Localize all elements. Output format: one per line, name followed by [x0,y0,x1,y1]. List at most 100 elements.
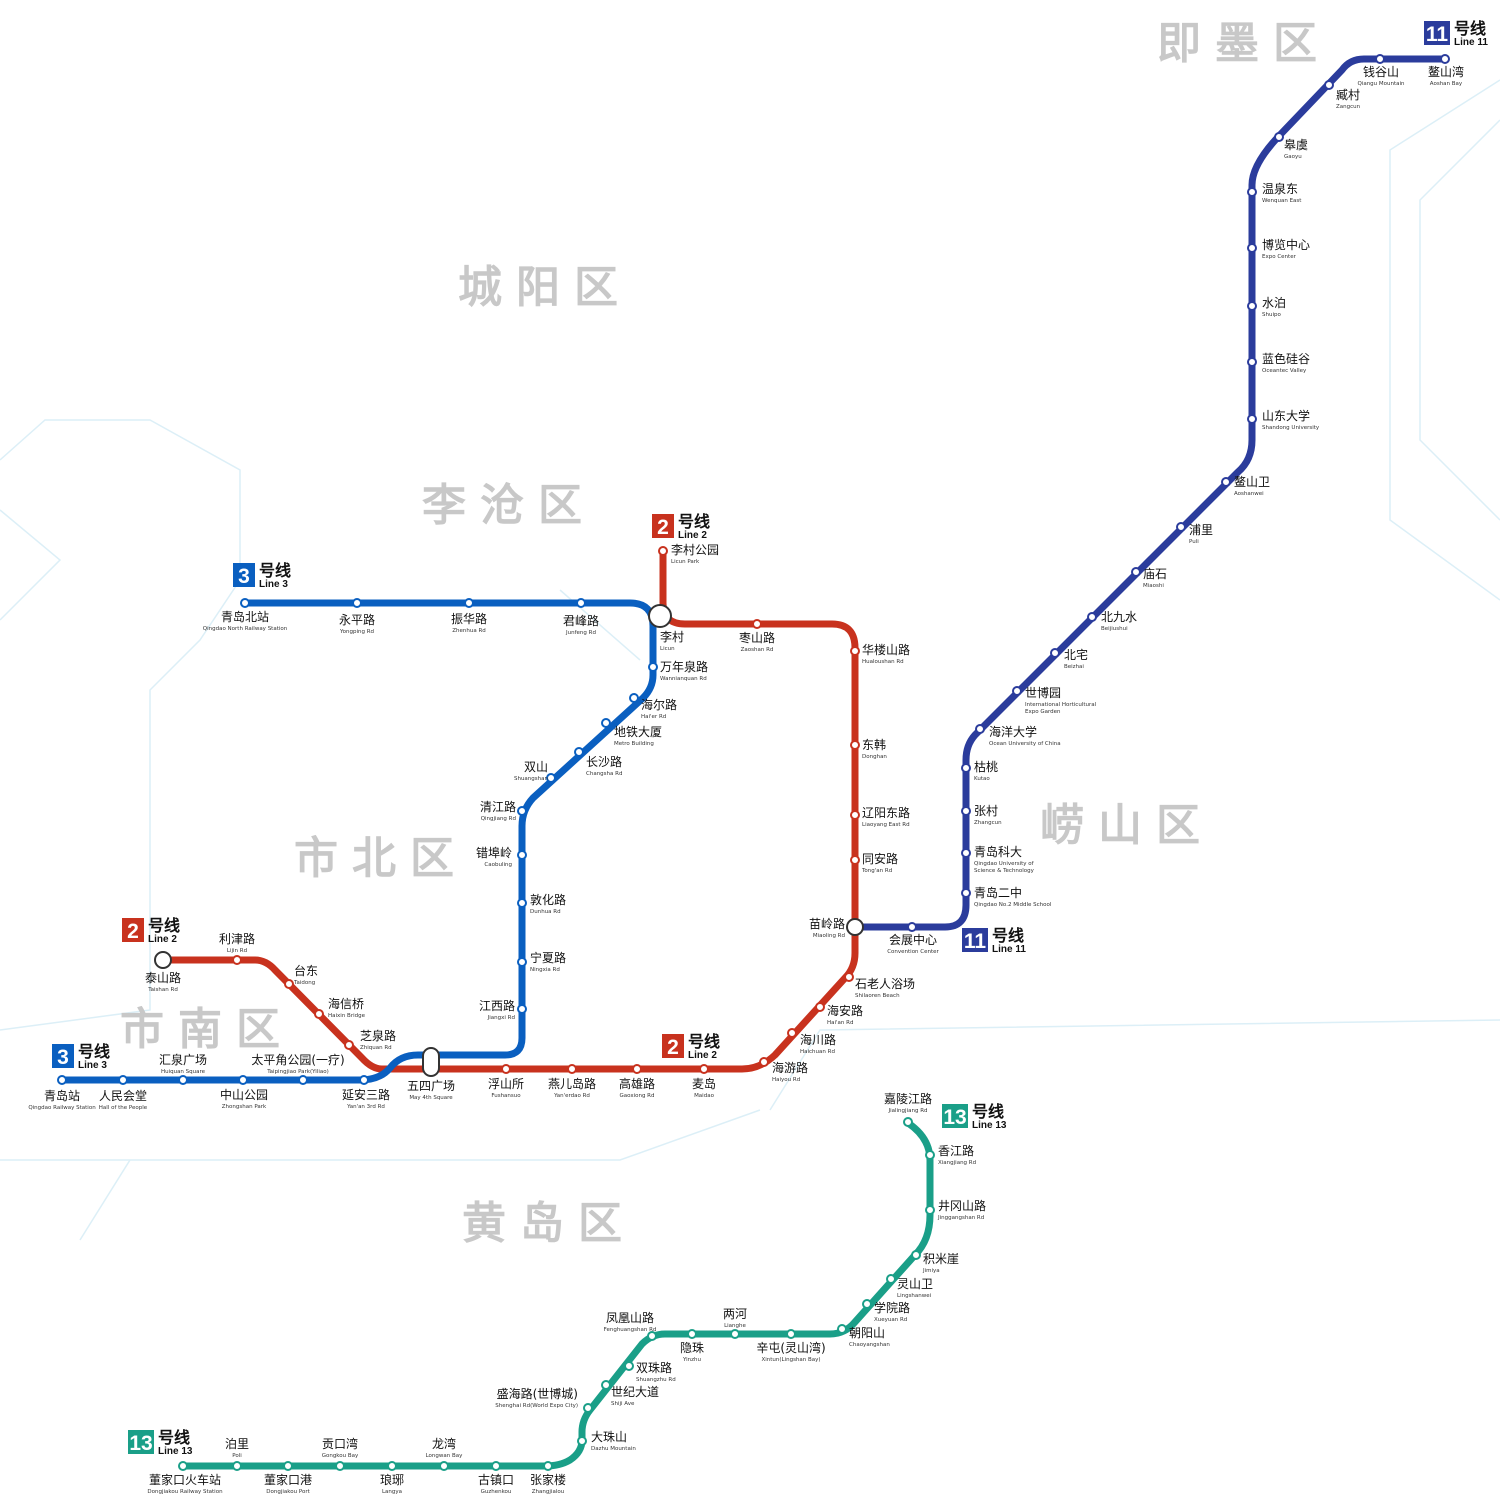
station-gaoxionglu[interactable] [632,1064,642,1074]
station-ningxialu[interactable] [517,957,527,967]
terminal-taishanlu[interactable] [154,951,172,969]
station-haiyoulu[interactable] [759,1057,769,1067]
line13-path[interactable] [179,1119,934,1470]
station-tonganlu[interactable] [850,855,860,865]
station-label-zhongshangongyuan: 中山公园 [220,1087,268,1102]
station-huiquanguangchang[interactable] [178,1075,188,1085]
station-zangcun[interactable] [1324,80,1334,90]
station-qingjianglu[interactable] [517,806,527,816]
station-zaoshanlu[interactable] [752,619,762,629]
station-gongkouwan[interactable] [335,1461,345,1471]
station-xueyuanlu[interactable] [862,1299,872,1309]
station-shenghailu[interactable] [583,1403,593,1413]
station-lanseguigu[interactable] [1247,357,1257,367]
station-maidao[interactable] [699,1064,709,1074]
station-qingdaoerzhong[interactable] [961,888,971,898]
station-taidong[interactable] [284,979,294,989]
station-lingshanwei[interactable] [886,1274,896,1284]
station-zhangcun[interactable] [961,806,971,816]
station-shijidadao[interactable] [601,1380,611,1390]
station-puli[interactable] [1176,522,1186,532]
station-fushansuo[interactable] [501,1064,511,1074]
station-en-gaoyu: Gaoyu [1284,154,1302,160]
station-junfenglu[interactable] [576,598,586,608]
station-xintun[interactable] [786,1329,796,1339]
station-wenquandong[interactable] [1247,187,1257,197]
station-qingdaokeda[interactable] [961,848,971,858]
interchange-wusiguangchang[interactable] [422,1047,440,1077]
station-qingdaozhan[interactable] [57,1075,67,1085]
station-shiboyuan[interactable] [1012,686,1022,696]
station-taipingjiao[interactable] [298,1075,308,1085]
station-jiangxilu[interactable] [517,1004,527,1014]
station-longwan[interactable] [439,1461,449,1471]
station-langya[interactable] [387,1461,397,1471]
station-huizhanzhongxin[interactable] [907,922,917,932]
station-changshalu[interactable] [574,747,584,757]
station-jimiya[interactable] [911,1250,921,1260]
line-badge [122,918,144,942]
station-en-taishanlu: Taishan Rd [147,987,178,993]
station-zhongshangongyuan[interactable] [238,1075,248,1085]
station-en-donghan: Donghan [862,754,887,760]
station-donghan[interactable] [850,740,860,750]
station-poli[interactable] [232,1461,242,1471]
station-label-aoshanwan: 鳌山湾 [1428,64,1464,79]
station-qingdaobeizhan[interactable] [240,598,250,608]
station-beizhai[interactable] [1050,648,1060,658]
interchange-licun[interactable] [648,604,672,628]
station-haichuanlu[interactable] [787,1028,797,1038]
station-jinggangshanlu[interactable] [925,1205,935,1215]
station-lianghe[interactable] [730,1329,740,1339]
station-label-shilaoren: 石老人浴场 [855,977,915,991]
station-zhenhualu[interactable] [464,598,474,608]
station-aoshanwan[interactable] [1440,54,1450,64]
station-haixinqiao[interactable] [314,1009,324,1019]
station-yansanlu[interactable] [359,1075,369,1085]
line11-path[interactable] [852,55,1449,931]
interchange-miaolinglu[interactable] [846,918,864,936]
station-shuangshan[interactable] [546,773,556,783]
line3-path[interactable] [58,599,657,1084]
station-kutao[interactable] [961,763,971,773]
line-name-cn: 号线 [259,561,291,580]
station-shandongdaxue[interactable] [1247,414,1257,424]
station-dazhushan[interactable] [577,1436,587,1446]
station-cuobuling[interactable] [517,850,527,860]
station-xiangjianglu[interactable] [925,1150,935,1160]
station-yinzhu[interactable] [687,1329,697,1339]
station-en-dongjiakouhuochezhan: Dongjiakou Railway Station [147,1489,223,1495]
station-yongpinglu[interactable] [352,598,362,608]
station-qianguoshan[interactable] [1375,54,1385,64]
station-miaoshi[interactable] [1131,567,1141,577]
station-aoshanwei[interactable] [1221,477,1231,487]
station-dunhualu[interactable] [517,898,527,908]
station-shilaoren[interactable] [844,972,854,982]
station-hualoushanlu[interactable] [850,646,860,656]
station-beijiushui[interactable] [1087,612,1097,622]
station-yanerdaolu[interactable] [567,1064,577,1074]
station-haianlu[interactable] [815,1002,825,1012]
station-ditiedasha[interactable] [601,718,611,728]
station-label-maidao: 麦岛 [692,1076,716,1091]
station-renminhuitang[interactable] [118,1075,128,1085]
station-liaoyangdonglu[interactable] [850,810,860,820]
station-shuipo[interactable] [1247,301,1257,311]
station-jialingjianglu[interactable] [903,1117,913,1127]
station-bolanzhongxin[interactable] [1247,243,1257,253]
station-guzhenkou[interactable] [491,1461,501,1471]
station-wannianquanlu[interactable] [648,662,658,672]
station-chaoyangshan[interactable] [837,1324,847,1334]
station-shuangzhulu[interactable] [624,1361,634,1371]
terminal-licungongyuan[interactable] [658,546,668,556]
station-gaoyu[interactable] [1274,132,1284,142]
station-en-shuangzhulu: Shuangzhu Rd [636,1377,676,1383]
station-dongjiakougang[interactable] [283,1461,293,1471]
station-dongjiakouhuochezhan[interactable] [178,1461,188,1471]
station-haierlu[interactable] [629,693,639,703]
station-lijinlu[interactable] [232,955,242,965]
station-zhangjialou[interactable] [543,1461,553,1471]
station-zhiquanlu[interactable] [344,1040,354,1050]
station-haiyangdaxue[interactable] [975,724,985,734]
station-fenghuangshanlu[interactable] [647,1331,657,1341]
